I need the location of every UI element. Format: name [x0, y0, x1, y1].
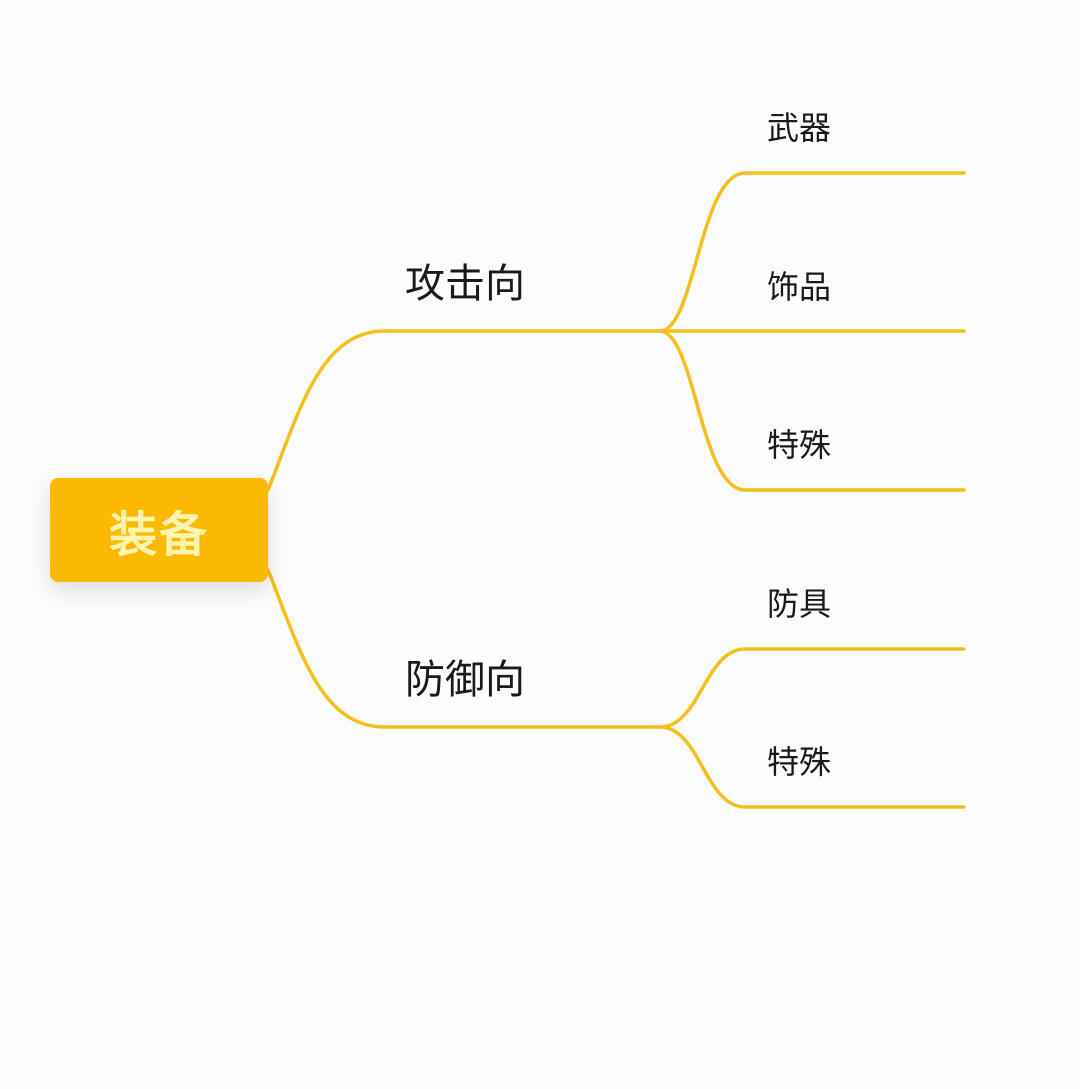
leaf-attack-special-label[interactable]: 特殊	[767, 426, 832, 464]
link-root-attack	[266, 329, 662, 492]
link-defense-special	[658, 725, 966, 809]
leaf-armor-label[interactable]: 防具	[767, 585, 832, 623]
root-node-label: 装备	[108, 507, 209, 563]
leaf-weapon-label[interactable]: 武器	[767, 109, 832, 147]
branch-defense-label[interactable]: 防御向	[405, 657, 525, 703]
root-node[interactable]: 装备	[50, 478, 268, 582]
leaf-defense-special-label[interactable]: 特殊	[767, 743, 832, 781]
link-root-defense	[266, 568, 662, 729]
link-attack-special	[658, 329, 966, 492]
link-defense-armor	[658, 647, 966, 729]
branch-attack-label[interactable]: 攻击向	[405, 261, 525, 307]
link-attack-weapon	[658, 171, 966, 333]
leaf-accessory-label[interactable]: 饰品	[767, 268, 832, 306]
